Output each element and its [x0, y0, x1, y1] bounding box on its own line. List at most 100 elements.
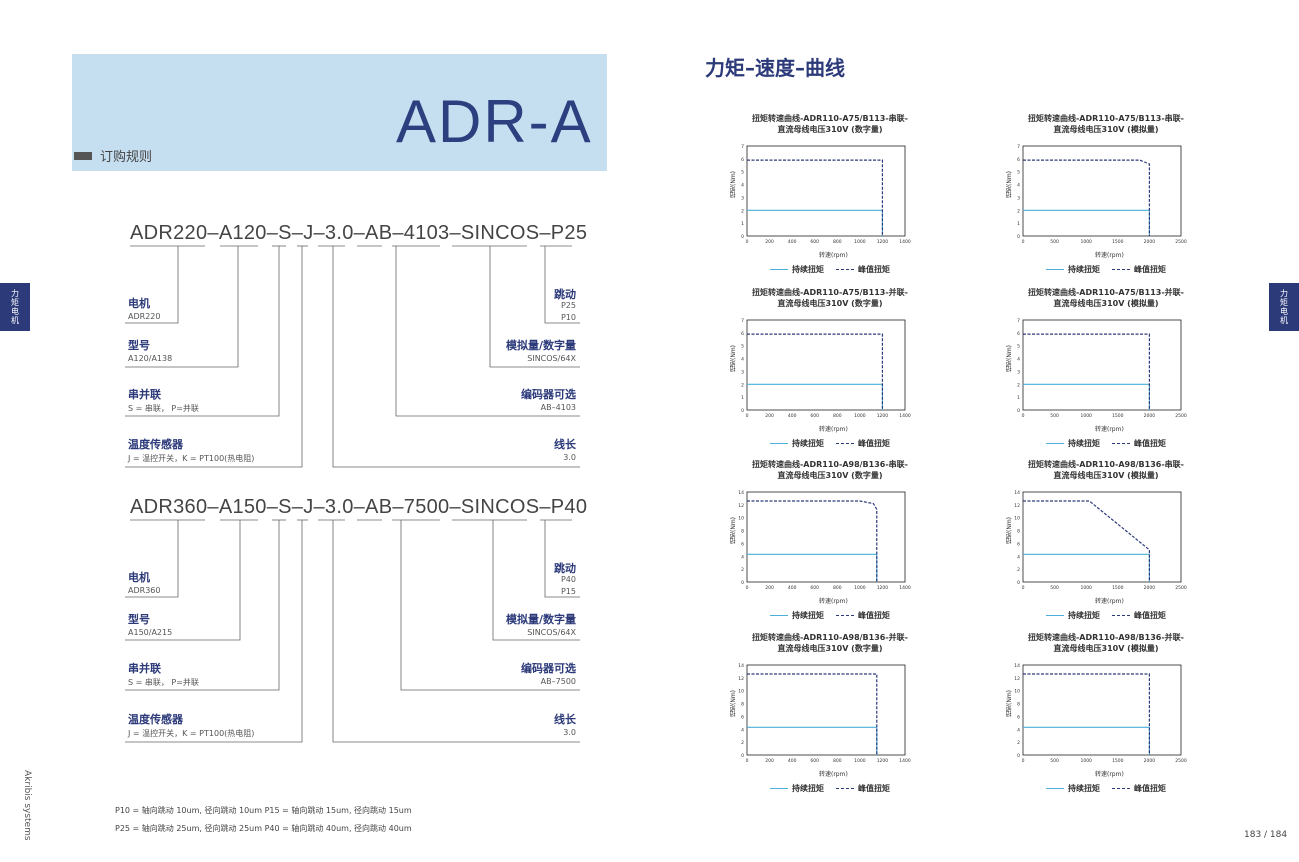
y-tick-label: 6 — [1017, 157, 1020, 163]
x-tick-label: 1000 — [1080, 758, 1092, 764]
y-axis-label-7: 扭矩(Nm) — [1006, 690, 1013, 718]
x-tick-label: 500 — [1050, 585, 1059, 591]
y-tick-label: 2 — [1017, 208, 1020, 214]
x-tick-label: 1000 — [854, 585, 866, 591]
x-tick-label: 2000 — [1144, 413, 1156, 419]
plot-frame — [1022, 319, 1182, 411]
y-tick-label: 14 — [738, 663, 744, 669]
peak-torque-line — [1023, 673, 1150, 755]
serial-label-2: 串并联 — [128, 662, 161, 675]
side-tab-right-label: 力矩电机 — [1280, 289, 1288, 325]
vendor-name: Akribis systems — [22, 770, 32, 841]
x-tick-label: 1000 — [1080, 413, 1092, 419]
x-tick-label: 1200 — [877, 413, 889, 419]
x-tick-label: 800 — [833, 758, 842, 764]
y-tick-label: 5 — [1017, 170, 1020, 176]
x-tick-label: 1400 — [899, 413, 911, 419]
chart-title-6: 扭矩转速曲线-ADR110-A98/B136-并联-直流母线电压310V (数字… — [730, 632, 930, 654]
x-tick-label: 1200 — [877, 239, 889, 245]
y-tick-label: 7 — [741, 318, 744, 324]
x-tick-label: 200 — [765, 758, 774, 764]
signal-value-2: SINCOS/64X — [527, 628, 576, 637]
continuous-legend-swatch — [1046, 443, 1064, 444]
x-axis-label-3: 转速(rpm) — [1095, 426, 1124, 433]
x-axis-label-7: 转速(rpm) — [1095, 771, 1124, 778]
continuous-legend-swatch — [1046, 615, 1064, 616]
plot-frame — [746, 145, 906, 237]
chart-title-line2: 直流母线电压310V (模拟量) — [1053, 471, 1159, 480]
signal-label-1: 模拟量/数字量 — [505, 339, 576, 352]
runout-value-2b: P15 — [560, 587, 576, 596]
runout-label-2: 跳动 — [554, 562, 576, 575]
motor-value-1: ADR220 — [128, 312, 161, 321]
runout-value-1b: P10 — [560, 313, 576, 322]
y-tick-label: 4 — [741, 357, 744, 363]
peak-legend-swatch — [836, 443, 854, 444]
legend-1: 持续扭矩峰值扭矩 — [1046, 264, 1166, 275]
peak-legend-label: 峰值扭矩 — [1134, 784, 1166, 793]
chart-title-0: 扭矩转速曲线-ADR110-A75/B113-串联-直流母线电压310V (数字… — [730, 113, 930, 135]
order-connector-lines — [125, 245, 580, 743]
y-tick-label: 2 — [1017, 567, 1020, 573]
chart-title-line2: 直流母线电压310V (模拟量) — [1053, 299, 1159, 308]
cable-value-1: 3.0 — [563, 453, 576, 462]
side-tab-right[interactable]: 力矩电机 — [1269, 283, 1299, 331]
chart-title-4: 扭矩转速曲线-ADR110-A98/B136-串联-直流母线电压310V (数字… — [730, 459, 930, 481]
peak-torque-line — [1023, 500, 1150, 582]
continuous-legend-label: 持续扭矩 — [792, 611, 824, 620]
x-tick-label: 500 — [1050, 413, 1059, 419]
x-tick-label: 600 — [810, 758, 819, 764]
side-tab-left-label: 力矩电机 — [11, 289, 19, 325]
cable-label-2: 线长 — [554, 713, 576, 726]
chart-title-2: 扭矩转速曲线-ADR110-A75/B113-并联-直流母线电压310V (数字… — [730, 287, 930, 309]
x-tick-label: 1500 — [1112, 239, 1124, 245]
peak-legend-label: 峰值扭矩 — [858, 265, 890, 274]
y-tick-label: 1 — [741, 395, 744, 401]
x-tick-label: 1400 — [899, 758, 911, 764]
encoder-label-2: 编码器可选 — [521, 662, 576, 675]
x-axis-label-5: 转速(rpm) — [1095, 598, 1124, 605]
y-tick-label: 14 — [1014, 663, 1020, 669]
y-tick-label: 1 — [741, 221, 744, 227]
legend-2: 持续扭矩峰值扭矩 — [770, 438, 890, 449]
legend-5: 持续扭矩峰值扭矩 — [1046, 610, 1166, 621]
plot-frame — [1022, 664, 1182, 756]
y-tick-label: 14 — [1014, 490, 1020, 496]
x-tick-label: 800 — [833, 239, 842, 245]
chart-title-1: 扭矩转速曲线-ADR110-A75/B113-串联-直流母线电压310V (模拟… — [1006, 113, 1206, 135]
legend-4: 持续扭矩峰值扭矩 — [770, 610, 890, 621]
page-number: 183 / 184 — [1244, 830, 1288, 840]
peak-legend-swatch — [1112, 269, 1130, 270]
y-axis-label-3: 扭矩(Nm) — [1006, 345, 1013, 373]
x-axis-label-4: 转速(rpm) — [819, 598, 848, 605]
chart-title-line1: 扭矩转速曲线-ADR110-A75/B113-串联- — [1027, 114, 1184, 123]
continuous-legend-swatch — [770, 269, 788, 270]
x-tick-label: 500 — [1050, 239, 1059, 245]
continuous-legend-label: 持续扭矩 — [792, 784, 824, 793]
footnote-2: P25 = 轴向跳动 25um, 径向跳动 25um P40 = 轴向跳动 40… — [115, 824, 412, 833]
x-tick-label: 1000 — [854, 239, 866, 245]
encoder-label-1: 编码器可选 — [521, 388, 576, 401]
y-tick-label: 4 — [1017, 554, 1020, 560]
order-code-2: ADR360–A150–S–J–3.0–AB–7500–SINCOS–P40 — [130, 496, 588, 518]
side-tab-left[interactable]: 力矩电机 — [0, 283, 30, 331]
x-tick-label: 2000 — [1144, 758, 1156, 764]
encoder-value-1: AB–4103 — [540, 403, 576, 412]
x-tick-label: 400 — [788, 413, 797, 419]
temp-label-1: 温度传感器 — [128, 438, 183, 451]
motor-value-2: ADR360 — [128, 586, 161, 595]
serial-label-1: 串并联 — [128, 388, 161, 401]
peak-legend-swatch — [836, 788, 854, 789]
x-axis-label-1: 转速(rpm) — [1095, 252, 1124, 259]
y-tick-label: 8 — [1017, 529, 1020, 535]
peak-torque-line — [747, 673, 878, 755]
model-value-1: A120/A138 — [128, 354, 173, 363]
peak-torque-line — [1023, 333, 1150, 410]
y-tick-label: 3 — [1017, 195, 1020, 201]
chart-title-line2: 直流母线电压310V (数字量) — [777, 299, 883, 308]
y-tick-label: 5 — [741, 344, 744, 350]
